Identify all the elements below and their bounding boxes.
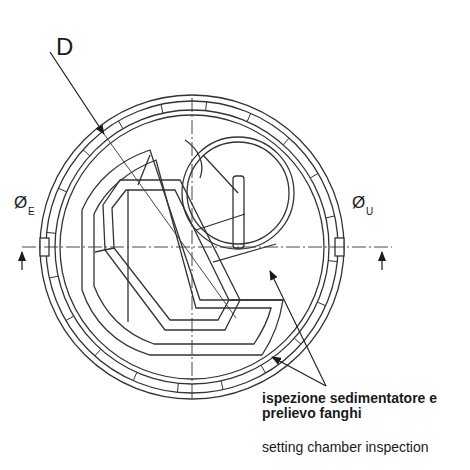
inlet-subscript: E: [28, 206, 35, 217]
outlet-subscript: U: [366, 206, 373, 217]
callout-note-english: setting chamber inspection: [262, 440, 429, 455]
diameter-symbol: Ø: [352, 194, 365, 213]
diameter-symbol: Ø: [14, 194, 27, 213]
dimension-label: D: [56, 34, 73, 60]
callout-note: ispezione sedimentatore e prelievo fangh…: [262, 391, 458, 422]
